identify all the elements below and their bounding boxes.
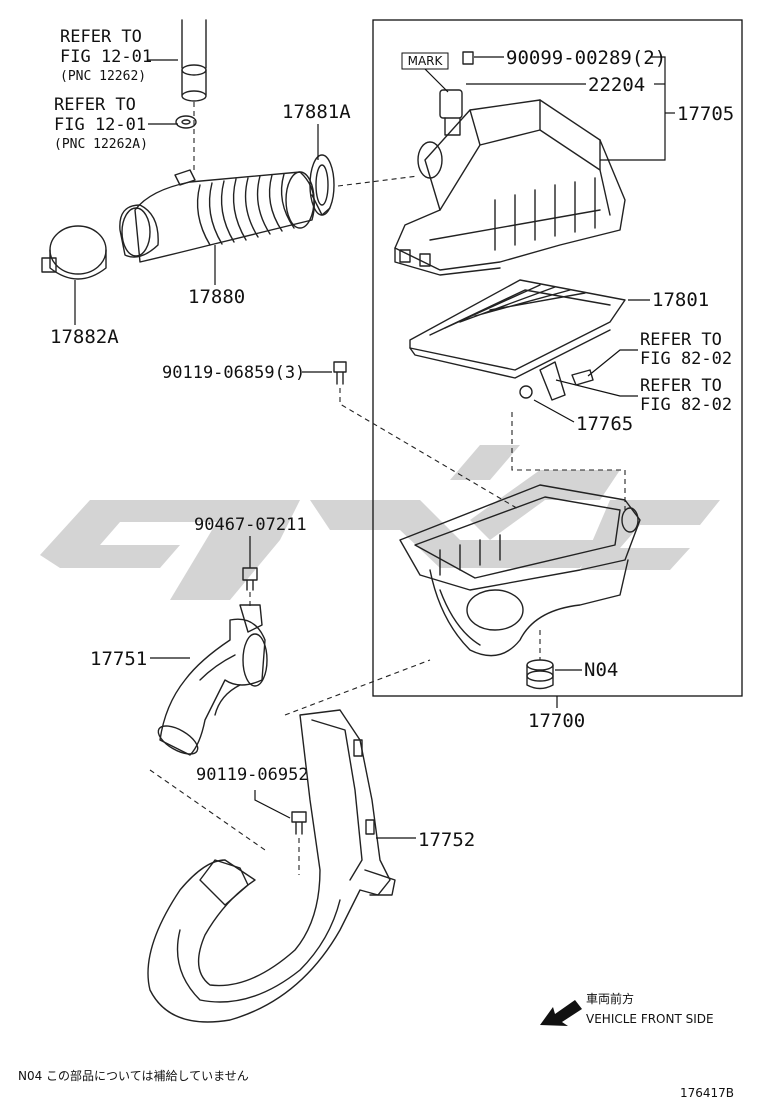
part-17880: 17880 (188, 286, 245, 308)
part-17801: 17801 (652, 289, 709, 311)
direction-english: VEHICLE FRONT SIDE (586, 1012, 714, 1026)
part-90467-07211: 90467-07211 (194, 515, 307, 535)
refer-label-1-line2: FIG 12-01 (60, 47, 152, 67)
refer-label-4-line2: FIG 82-02 (640, 395, 732, 415)
air-filter-17801-drawing (409, 279, 626, 379)
part-90119-06952: 90119-06952 (196, 765, 309, 785)
part-17700: 17700 (528, 710, 585, 732)
part-90119-06859: 90119-06859(3) (162, 363, 305, 383)
part-22204: 22204 (588, 74, 645, 96)
part-17751: 17751 (90, 648, 147, 670)
clamp-17882A-drawing (41, 225, 107, 280)
upper-hose-drawing (175, 19, 207, 170)
refer-label-2-line3: (PNC 12262A) (54, 137, 148, 152)
figure-number: 176417B (680, 1086, 734, 1100)
refer-label-1-line3: (PNC 12262) (60, 69, 146, 84)
sensor-22204-drawing (439, 51, 474, 136)
refer-label-3-line2: FIG 82-02 (640, 349, 732, 369)
refer-label-2-line1: REFER TO (54, 95, 136, 115)
air-cleaner-case-drawing (399, 484, 641, 657)
part-17882A: 17882A (50, 326, 119, 348)
refer-label-4-line1: REFER TO (640, 376, 722, 396)
air-cleaner-cap-17705-drawing (394, 99, 626, 276)
gasket-17881A-drawing (309, 154, 335, 216)
lower-duct-17752-drawing (147, 709, 396, 1023)
refer-label-2-line2: FIG 12-01 (54, 115, 146, 135)
footnote: N04 この部品については補給していません (18, 1068, 249, 1083)
part-17765: 17765 (576, 413, 633, 435)
part-17705: 17705 (677, 103, 734, 125)
mark-label: MARK (408, 54, 444, 68)
inlet-duct-17751-drawing (157, 604, 268, 756)
watermark-logo (40, 445, 720, 600)
part-17752: 17752 (418, 829, 475, 851)
grommet-N04-drawing (526, 659, 554, 690)
intake-hose-17880-drawing (119, 169, 315, 263)
refer-label-3-line1: REFER TO (640, 330, 722, 350)
direction-japanese: 車両前方 (586, 991, 634, 1006)
part-N04: N04 (584, 659, 618, 681)
part-90099-00289: 90099-00289(2) (506, 47, 666, 69)
bracket-bolt-drawing (519, 361, 594, 401)
refer-label-1-line1: REFER TO (60, 27, 142, 47)
part-17881A: 17881A (282, 101, 351, 123)
front-direction-arrow-icon (540, 1000, 582, 1026)
